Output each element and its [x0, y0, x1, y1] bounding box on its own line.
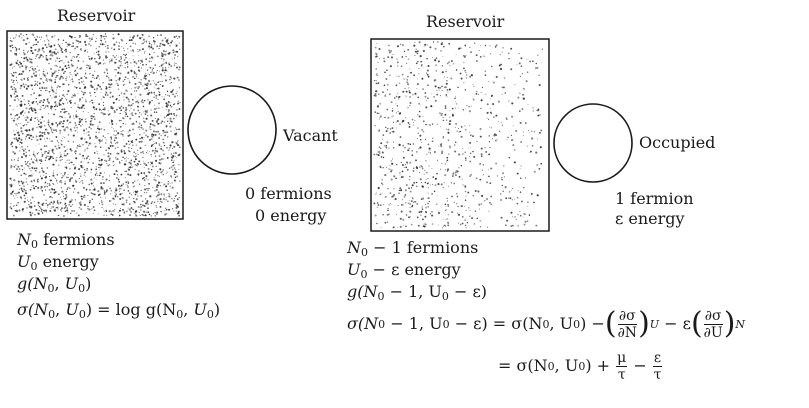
left-reservoir-heading: Reservoir: [57, 8, 135, 24]
left-reservoir-box: [6, 30, 184, 220]
right-res-multiplicity: g(N0 − 1, U0 − ε): [347, 284, 487, 302]
left-res-energy: U0 energy: [17, 254, 99, 272]
left-orbital-energy: 0 energy: [255, 208, 326, 224]
left-orbital-label: Vacant: [283, 128, 338, 144]
right-orbital-energy: ε energy: [615, 211, 685, 227]
right-orbital-label: Occupied: [639, 135, 715, 151]
right-res-fermions: N0 − 1 fermions: [347, 240, 478, 258]
right-reservoir-box: [370, 38, 550, 232]
right-orbital-circle: [552, 102, 634, 184]
left-orbital-circle: [186, 84, 278, 176]
left-res-multiplicity: g(N0, U0): [17, 276, 91, 294]
left-orbital-fermions: 0 fermions: [245, 186, 332, 202]
left-res-entropy: σ(N0, U0) = log g(N0, U0): [17, 302, 220, 320]
right-reservoir-heading: Reservoir: [426, 14, 504, 30]
left-res-fermions: N0 fermions: [17, 232, 115, 250]
right-orbital-fermions: 1 fermion: [615, 191, 694, 207]
right-res-energy: U0 − ε energy: [347, 262, 461, 280]
